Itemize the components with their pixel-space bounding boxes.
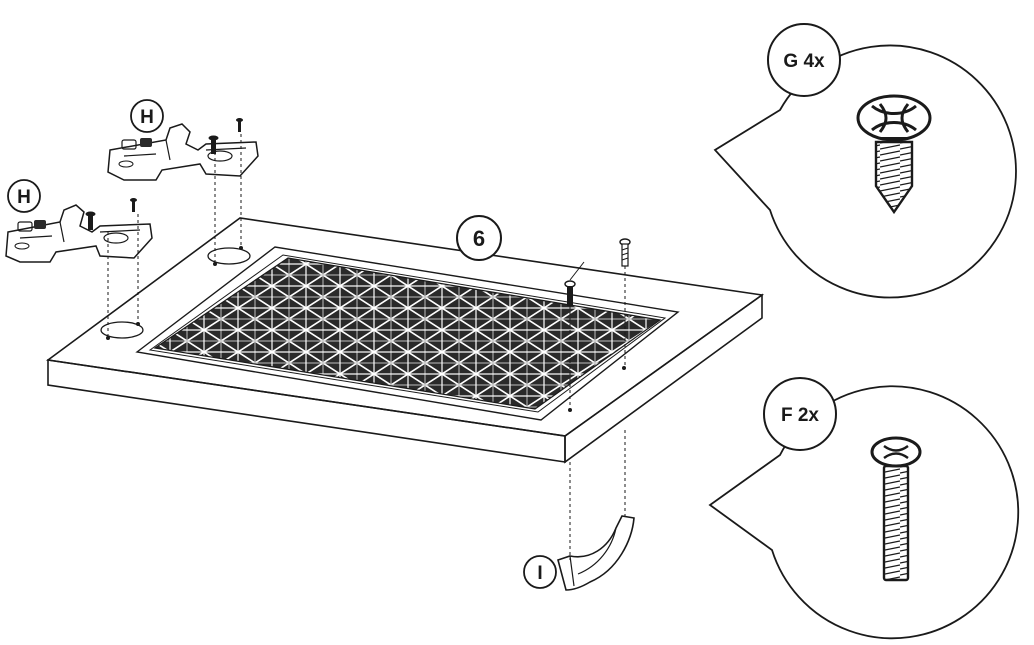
step-number-badge: 6 <box>456 215 502 261</box>
handle-label: I <box>523 555 557 589</box>
hinge-holes <box>100 246 626 412</box>
hinge-screw <box>130 198 137 212</box>
callout-screw-f: F 2x <box>708 377 1020 640</box>
hinge-cup-hole-left <box>100 321 144 339</box>
screw-machine-icon <box>870 436 922 582</box>
hinge-cup-hole-right <box>207 247 251 265</box>
handle-screw-front <box>564 261 585 560</box>
hinge-right <box>107 118 259 264</box>
callout-screw-g: G 4x <box>713 23 1017 299</box>
handle-part <box>557 515 635 591</box>
hinge-screw <box>236 118 243 132</box>
hinge-label-right: H <box>130 99 164 133</box>
screw-wood-icon <box>856 94 932 215</box>
svg-text:6: 6 <box>473 226 485 251</box>
svg-text:H: H <box>17 187 31 208</box>
handle-screw-back <box>619 238 631 518</box>
svg-text:G 4x: G 4x <box>783 51 825 72</box>
hinge-screw <box>208 135 219 154</box>
hinge-left <box>5 198 153 338</box>
hinge-label-left: H <box>7 179 41 213</box>
svg-text:H: H <box>140 107 154 128</box>
hinge-screw <box>85 211 96 230</box>
svg-text:I: I <box>537 563 542 584</box>
door-panel <box>45 217 765 464</box>
mesh-insert <box>153 257 662 410</box>
svg-text:F 2x: F 2x <box>781 405 819 426</box>
